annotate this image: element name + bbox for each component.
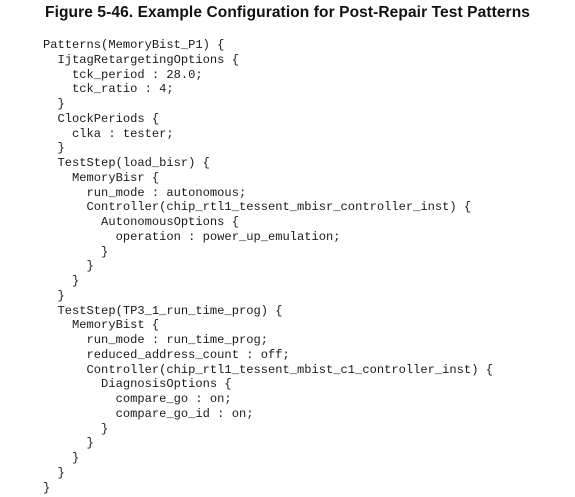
code-line: operation : power_up_emulation; — [43, 229, 341, 244]
code-line: ClockPeriods { — [43, 111, 160, 126]
code-line: MemoryBist { — [43, 318, 160, 333]
code-line: } — [43, 141, 65, 156]
code-line: tck_ratio : 4; — [43, 82, 174, 97]
code-line: compare_go : on; — [43, 392, 232, 406]
code-line: } — [43, 97, 65, 111]
code-line: TestStep(TP3_1_run_time_prog) { — [43, 303, 283, 318]
code-line: AutonomousOptions { — [43, 215, 239, 229]
code-line: } — [43, 480, 51, 495]
code-line: } — [43, 421, 109, 436]
code-line: tck_period : 28.0; — [43, 67, 203, 82]
figure-title: Figure 5-46. Example Configuration for P… — [45, 4, 530, 21]
code-line: DiagnosisOptions { — [43, 377, 232, 392]
code-line: } — [43, 259, 94, 274]
code-line: MemoryBisr { — [43, 170, 160, 185]
code-line: } — [43, 274, 80, 288]
code-line: Controller(chip_rtl1_tessent_mbisr_contr… — [43, 200, 472, 215]
code-line: clka : tester; — [43, 126, 174, 141]
code-line: } — [43, 288, 65, 303]
code-line: Patterns(MemoryBist_P1) { — [43, 38, 225, 52]
code-line: compare_go_id : on; — [43, 406, 254, 421]
code-line: run_mode : run_time_prog; — [43, 333, 268, 347]
code-block: Patterns(MemoryBist_P1) { IjtagRetargeti… — [43, 38, 493, 495]
code-line: } — [43, 451, 80, 465]
code-line: } — [43, 436, 94, 451]
code-line: } — [43, 244, 109, 259]
code-line: IjtagRetargetingOptions { — [43, 52, 239, 67]
code-line: reduced_address_count : off; — [43, 347, 290, 362]
code-line: Controller(chip_rtl1_tessent_mbist_c1_co… — [43, 362, 493, 377]
code-line: TestStep(load_bisr) { — [43, 156, 210, 170]
code-line: } — [43, 465, 65, 480]
code-line: run_mode : autonomous; — [43, 185, 247, 200]
